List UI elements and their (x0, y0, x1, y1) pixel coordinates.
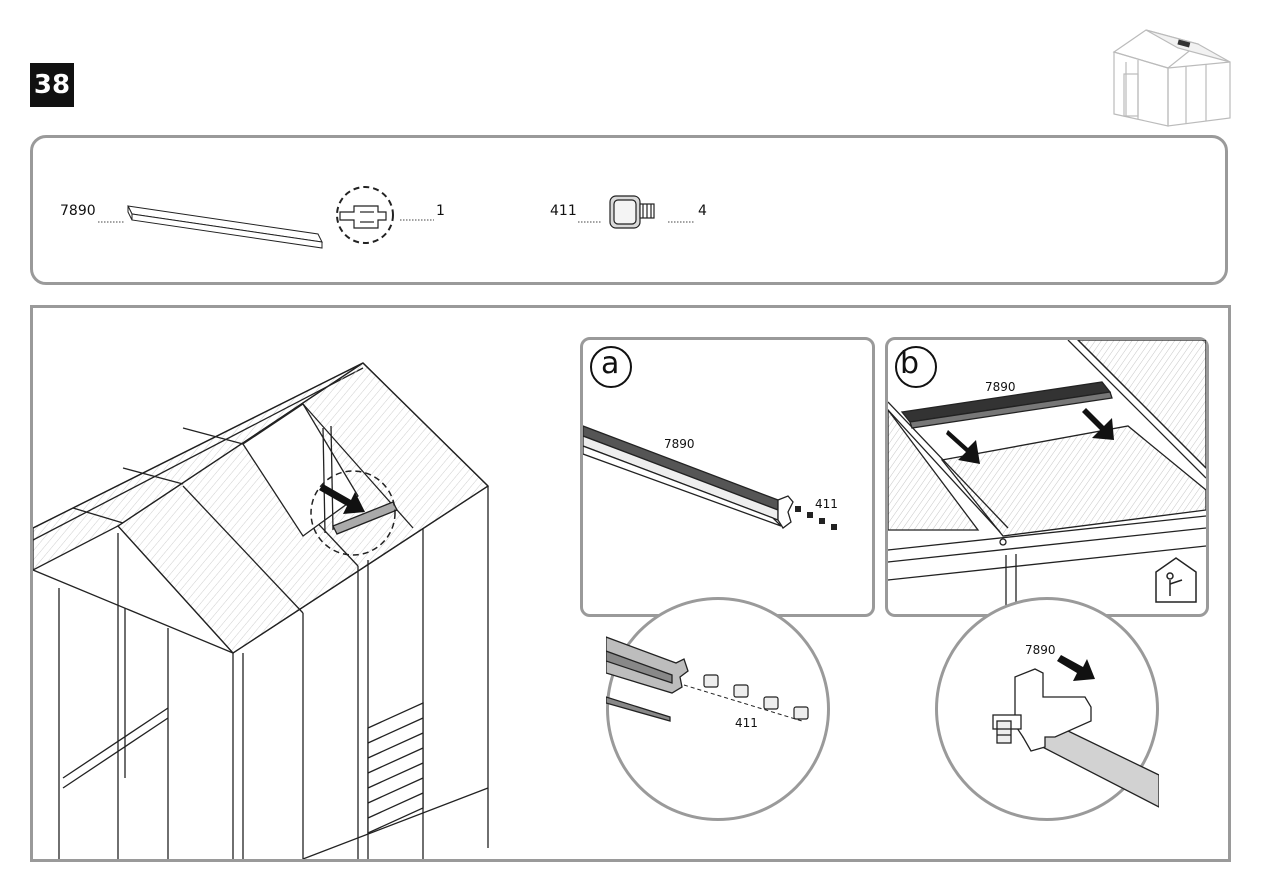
screw-411-illustration (576, 190, 706, 240)
part-code-411: 411 (550, 203, 577, 219)
greenhouse-roof-illustration (33, 308, 573, 859)
panel-b-profile-code: 7890 (985, 380, 1016, 394)
panel-a-profile-code: 7890 (664, 437, 695, 451)
leader-dots (398, 210, 438, 224)
panel-a-profile-illustration (583, 420, 868, 540)
part-code-7890: 7890 (60, 203, 96, 219)
greenhouse-thumbnail-icon (1106, 22, 1246, 130)
step-number-badge: 38 (30, 63, 74, 107)
profile-section-detail-icon (330, 184, 405, 248)
panel-b-letter-circle (893, 344, 939, 390)
profile-7890-illustration (96, 196, 336, 256)
part-qty-7890: 1 (436, 203, 445, 219)
panel-a-letter: a (601, 346, 619, 381)
detail-a-illustration (606, 597, 830, 821)
detail-a-screw-code: 411 (735, 716, 758, 730)
part-qty-411: 4 (698, 203, 707, 219)
detail-b-illustration (935, 597, 1159, 821)
detail-b-profile-code: 7890 (1025, 643, 1056, 657)
panel-a-screw-code: 411 (815, 497, 838, 511)
